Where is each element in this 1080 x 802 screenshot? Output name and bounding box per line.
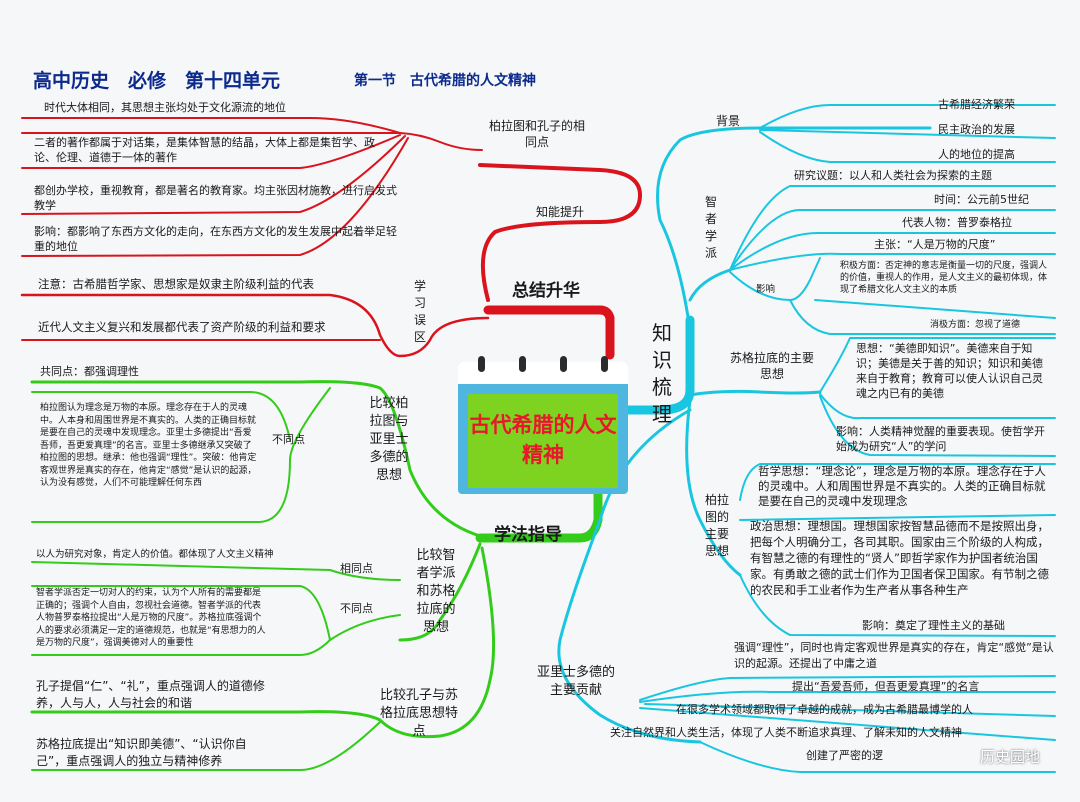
background-item: 古希腊经济繁荣 [938, 98, 1015, 111]
branch-plato [685, 398, 742, 577]
plato-label: 柏拉图的主要思想 [704, 493, 729, 558]
plato-politics: 政治思想：理想国。理想国家按智慧品德而不是按照出身，把每个人明确分工，各司其职。… [750, 519, 1049, 597]
aristotle-item: 创建了严密的逻 [806, 749, 883, 762]
sophists-time: 时间：公元前5世纪 [934, 193, 1029, 206]
ability-label: 知能提升 [536, 205, 585, 219]
branch-mistakes [20, 293, 490, 358]
compare2-diff-label: 不同点 [340, 602, 373, 615]
compare3-label: 比较孔子与苏格拉底思想特点 [379, 688, 458, 739]
branch-summary-label: 总结升华 [512, 281, 580, 301]
calendar-header [458, 362, 628, 384]
sophists-positive: 积极方面：否定神的意志是衡量一切的尺度，强调人的价值，重视人的作用，是人文主义的… [840, 261, 1048, 295]
compare1-diff-label: 不同点 [272, 433, 305, 446]
background-item: 民主政治的发展 [938, 123, 1015, 136]
aristotle-item: 关注自然界和人类生活，体现了人类不断追求真理、了解未知的人文精神 [610, 726, 962, 739]
common-item: 时代大体相同，其思想主张均处于文化源流的地位 [44, 101, 286, 114]
socrates-influence: 影响：人类精神觉醒的重要表现。使哲学开始成为研究“人”的学问 [836, 425, 1045, 453]
background-label: 背景 [716, 114, 741, 128]
compare1-same: 共同点：都强调理性 [40, 365, 139, 378]
branch-socrates [688, 389, 822, 397]
sophists-claim: 主张：“人是万物的尺度” [874, 238, 996, 251]
branch-background [656, 126, 932, 332]
sophists-influence-label: 影响 [756, 284, 776, 295]
page-title: 高中历史 必修 第十四单元 [33, 70, 281, 92]
branch-sophists [688, 268, 732, 302]
common-item: 影响：都影响了东西方文化的走向，在东西方文化的发生发展中起着举足轻重的地位 [34, 225, 397, 253]
mistake-item: 近代人文主义复兴和发展都代表了资产阶级的利益和要求 [38, 320, 326, 334]
common-item: 二者的著作都属于对话集，是集体智慧的结晶，大体上都是集哲学、政论、伦理、道德于一… [34, 136, 375, 164]
aristotle-item: 提出“吾爱吾师，但吾更爱真理”的名言 [792, 680, 980, 693]
branch-knowledge-label: 知识梳理 [652, 321, 672, 426]
sophists-rep: 代表人物：普罗泰格拉 [902, 216, 1012, 229]
compare1-label: 比较柏拉图与亚里士多德的思想 [369, 396, 409, 483]
calendar-ring-icon [601, 356, 608, 372]
branch-ability [478, 163, 643, 302]
branch-compare3 [30, 546, 496, 739]
branch-method-label: 学法指导 [494, 525, 562, 545]
branch-method-trunk [475, 489, 603, 543]
aristotle-item: 在很多学术领域都取得了卓越的成就，成为古希腊最博学的人 [676, 703, 973, 716]
sophists-label: 智者学派 [704, 195, 717, 260]
calendar-ring-icon [560, 356, 567, 372]
mistakes-label: 学习误区 [413, 279, 426, 344]
background-item: 人的地位的提高 [938, 148, 1015, 161]
socrates-thought: 思想：“美德即知识”。美德来自于知识；美德是关于善的知识；知识和美德来自于教育；… [856, 342, 1043, 400]
branch-summary-trunk [483, 305, 615, 360]
compare3-item: 孔子提倡“仁”、“礼”，重点强调人的道德修养，人与人，人与社会的和谐 [36, 679, 265, 710]
mistake-item: 注意：古希腊哲学家、思想家是奴隶主阶级利益的代表 [38, 277, 314, 291]
compare2-same-label: 相同点 [340, 562, 373, 575]
calendar-ring-icon [478, 356, 485, 372]
branch-compare2 [398, 542, 482, 642]
branch-common [21, 132, 483, 151]
compare1-diff-text: 柏拉图认为理念是万物的本原。理念存在于人的灵魂中。人本身和周围世界是不真实的。人… [40, 403, 257, 488]
plato-influence: 影响：奠定了理性主义的基础 [862, 619, 1005, 632]
branch-knowledge-trunk [623, 315, 695, 415]
compare3-item: 苏格拉底提出“知识即美德”、“认识你自己”，重点强调人的独立与精神修养 [36, 737, 247, 768]
common-item: 都创办学校，重视教育，都是著名的教育家。均主张因材施教，进行启发式教学 [34, 184, 397, 212]
compare2-label: 比较智者学派和苏格拉底的思想 [416, 548, 456, 635]
calendar-ring-icon [519, 356, 526, 372]
compare2-diff-text: 智者学派否定一切对人的约束，认为个人所有的需要都是正确的；强调个人自由，忽视社会… [36, 588, 266, 648]
calendar-page [468, 394, 618, 488]
sophists-negative: 消极方面：忽视了道德 [930, 320, 1021, 330]
watermark: 历史园地 [979, 748, 1040, 766]
plato-philosophy: 哲学思想：“理念论”，理念是万物的本原。理念存在于人的灵魂中。人和周围世界是不真… [758, 464, 1046, 508]
branch-compare1 [30, 380, 482, 538]
aristotle-label: 亚里士多德的主要贡献 [536, 665, 615, 698]
aristotle-item: 强调“理性”，同时也肯定客观世界是真实的存在，肯定“感觉”是认识的起源。还提出了… [734, 641, 1054, 670]
page-subtitle: 第一节 古代希腊的人文精神 [354, 73, 536, 89]
center-title: 古代希腊的人文精神 [469, 413, 617, 467]
sophists-topic: 研究议题：以人和人类社会为探索的主题 [794, 169, 992, 182]
socrates-label: 苏格拉底的主要思想 [730, 351, 815, 381]
compare2-same-text: 以人为研究对象，肯定人的价值。都体现了人文主义精神 [36, 549, 274, 560]
common-points-label: 柏拉图和孔子的相同点 [488, 119, 585, 149]
